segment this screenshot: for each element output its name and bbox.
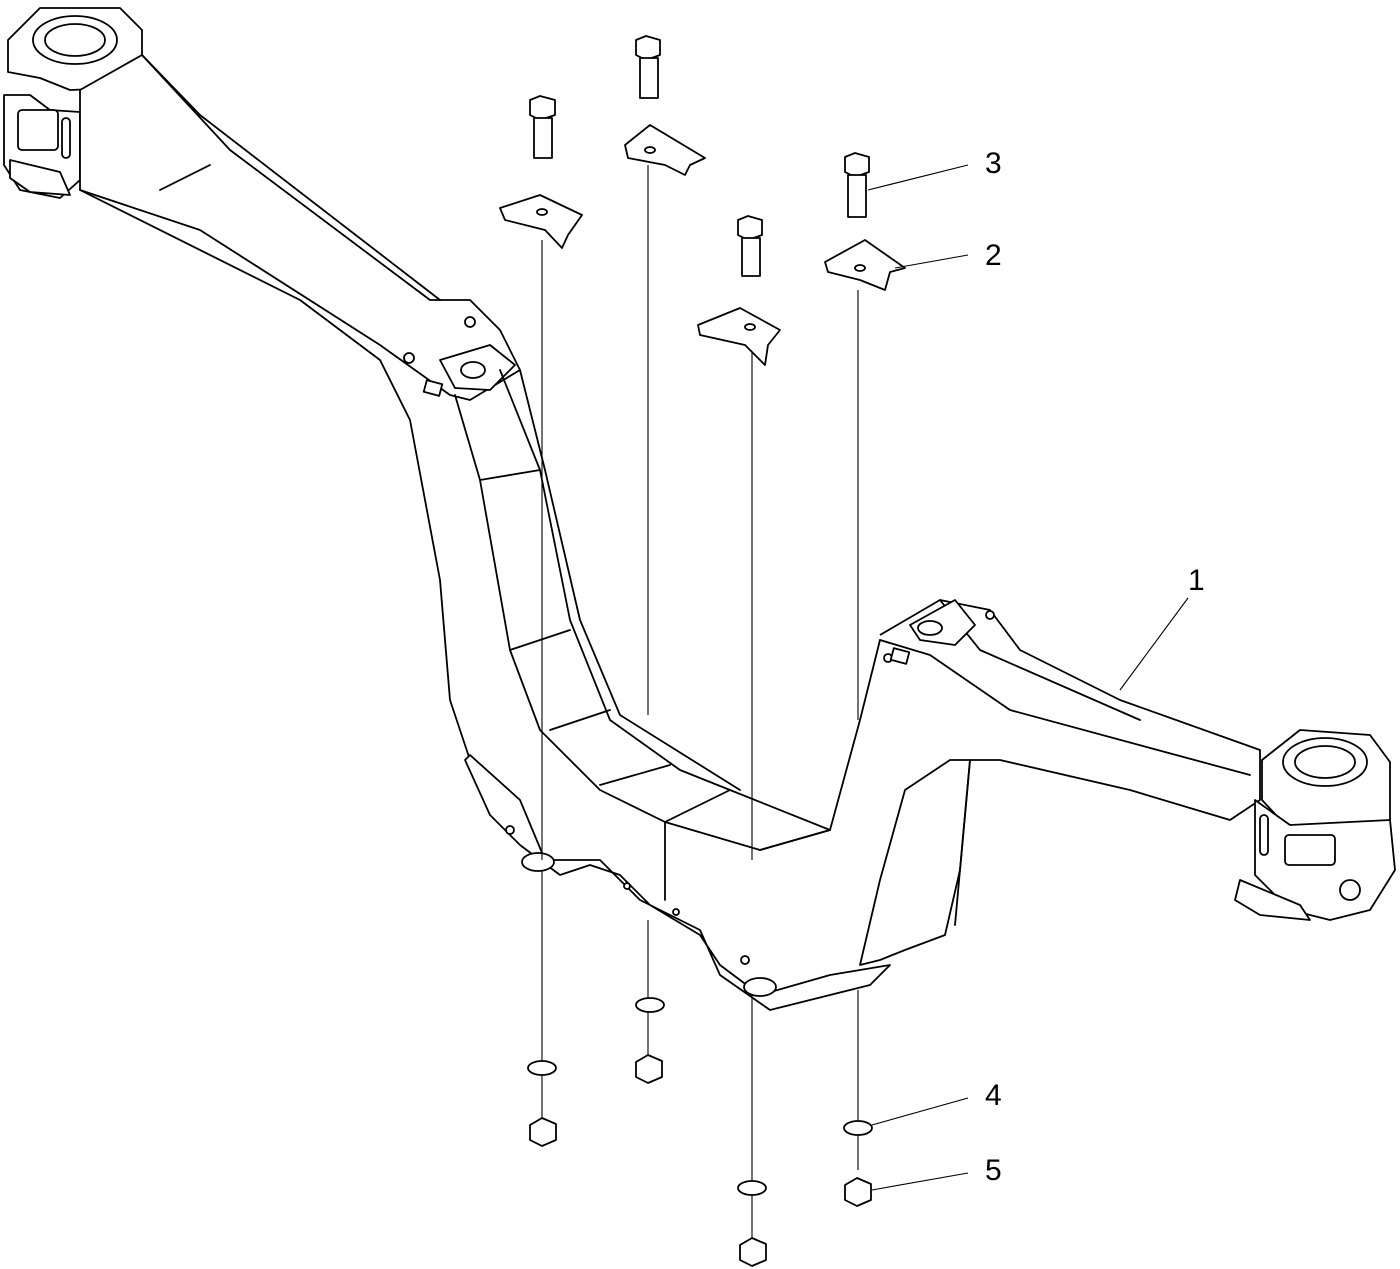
bolt-stack-d — [824, 152, 906, 1207]
bolt-stack-a — [499, 95, 583, 1147]
callout-1-label: 1 — [1188, 564, 1205, 597]
callout-1: 1 — [1119, 564, 1205, 691]
callout-3-label: 3 — [985, 147, 1002, 180]
right-end-housing — [1234, 729, 1396, 921]
callout-4-label: 4 — [985, 1079, 1002, 1112]
bolt-stack-c — [697, 215, 781, 1267]
left-end-housing — [3, 7, 143, 199]
callout-2: 2 — [894, 239, 1002, 272]
callout-3: 3 — [867, 147, 1002, 191]
bolt-stack-b — [624, 35, 706, 1084]
callout-5-label: 5 — [985, 1154, 1002, 1187]
callout-2-label: 2 — [985, 239, 1002, 272]
callout-5: 5 — [871, 1154, 1002, 1191]
callout-4: 4 — [871, 1079, 1002, 1126]
axle-frame — [3, 7, 1396, 1011]
